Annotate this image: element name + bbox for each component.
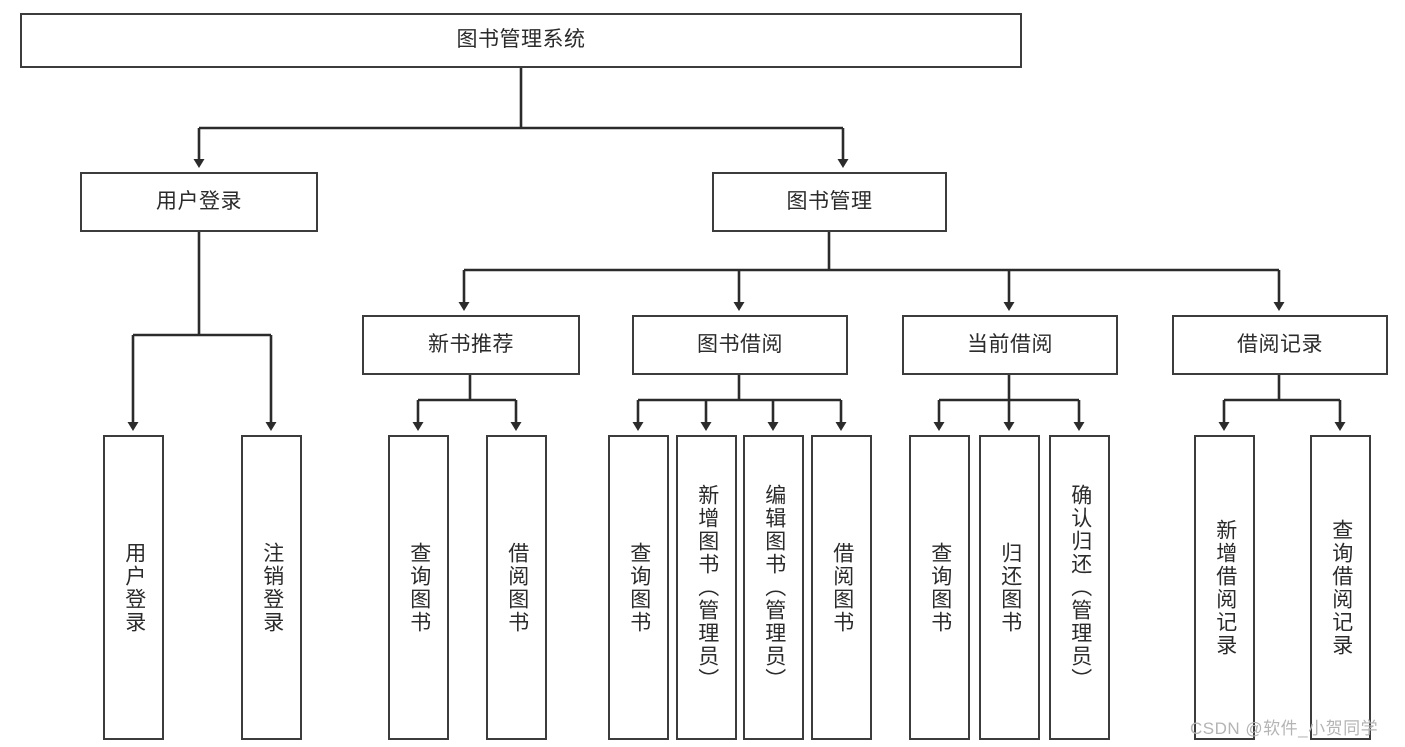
node-label: 用户登录	[122, 541, 146, 634]
node-book-management[interactable]: 图书管理	[712, 172, 947, 232]
leaf-borrow-books-recommendation[interactable]: 借阅图书	[486, 435, 547, 740]
leaf-add-borrow-record[interactable]: 新增借阅记录	[1194, 435, 1255, 740]
node-user-login[interactable]: 用户登录	[80, 172, 318, 232]
leaf-query-books-recommendation[interactable]: 查询图书	[388, 435, 449, 740]
node-label: 新书推荐	[428, 332, 514, 356]
node-label: 新增借阅记录	[1213, 518, 1237, 657]
node-label: 新增图书（管理员）	[695, 484, 719, 691]
node-label: 图书借阅	[697, 332, 783, 356]
node-label: 查询借阅记录	[1329, 518, 1353, 657]
node-label: 图书管理	[786, 189, 873, 213]
node-label: 借阅图书	[830, 541, 854, 634]
node-label: 归还图书	[998, 541, 1022, 634]
leaf-confirm-return-admin[interactable]: 确认归还（管理员）	[1049, 435, 1110, 740]
node-label: 编辑图书（管理员）	[762, 484, 786, 691]
leaf-edit-book-admin[interactable]: 编辑图书（管理员）	[743, 435, 804, 740]
leaf-logout[interactable]: 注销登录	[241, 435, 302, 740]
node-label: 用户登录	[156, 189, 242, 213]
leaf-query-books-current[interactable]: 查询图书	[909, 435, 970, 740]
node-book-borrowing[interactable]: 图书借阅	[632, 315, 848, 375]
node-label: 查询图书	[627, 541, 651, 634]
watermark-text: CSDN @软件_小贺同学	[1190, 719, 1379, 738]
leaf-query-books-borrowing[interactable]: 查询图书	[608, 435, 669, 740]
node-label: 当前借阅	[967, 332, 1053, 356]
node-label: 图书管理系统	[456, 28, 586, 52]
leaf-query-borrow-record[interactable]: 查询借阅记录	[1310, 435, 1371, 740]
leaf-user-login[interactable]: 用户登录	[103, 435, 164, 740]
node-root-book-management-system[interactable]: 图书管理系统	[20, 13, 1022, 68]
leaf-borrow-books-borrowing[interactable]: 借阅图书	[811, 435, 872, 740]
node-label: 查询图书	[928, 541, 952, 634]
node-label: 借阅图书	[505, 541, 529, 634]
leaf-add-book-admin[interactable]: 新增图书（管理员）	[676, 435, 737, 740]
node-label: 注销登录	[260, 541, 284, 634]
leaf-return-books[interactable]: 归还图书	[979, 435, 1040, 740]
node-new-book-recommendation[interactable]: 新书推荐	[362, 315, 580, 375]
node-label: 借阅记录	[1237, 332, 1323, 356]
node-label: 确认归还（管理员）	[1068, 484, 1092, 691]
node-label: 查询图书	[407, 541, 431, 634]
node-borrowing-records[interactable]: 借阅记录	[1172, 315, 1388, 375]
node-current-borrowing[interactable]: 当前借阅	[902, 315, 1118, 375]
